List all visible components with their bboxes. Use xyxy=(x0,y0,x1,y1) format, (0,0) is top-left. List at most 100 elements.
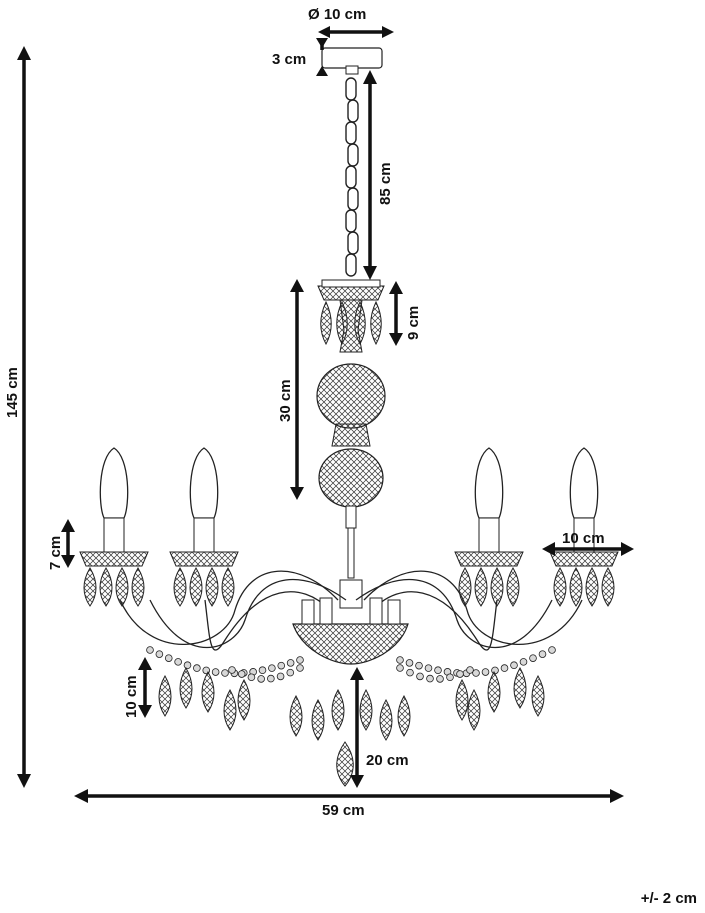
chain-length-label: 85 cm xyxy=(377,162,394,205)
bead xyxy=(257,675,265,683)
chain-link xyxy=(347,187,359,211)
crystal-drop xyxy=(359,688,373,731)
crystal-drop xyxy=(585,567,599,607)
chain-link xyxy=(345,165,357,189)
crystal-drop xyxy=(474,567,488,607)
bead xyxy=(436,675,444,683)
total-height-label: 145 cm xyxy=(4,367,21,418)
top-crown xyxy=(317,279,385,301)
total-width-label: 59 cm xyxy=(322,802,365,819)
central-column xyxy=(316,299,386,609)
crystal-drop xyxy=(458,567,472,607)
crystal-drop xyxy=(601,567,615,607)
cup-width-label: 10 cm xyxy=(562,530,605,547)
chain-link xyxy=(347,231,359,255)
crown-height-label: 9 cm xyxy=(405,306,422,340)
bulb xyxy=(474,447,504,519)
crystal-drop xyxy=(237,678,251,721)
crystal-drop xyxy=(379,698,393,741)
bead xyxy=(434,666,442,675)
bead xyxy=(529,654,537,662)
bead xyxy=(396,664,404,672)
hanging-chain xyxy=(345,77,359,277)
drip-cup xyxy=(169,551,239,567)
crystal-drop xyxy=(289,694,303,737)
crystal-drop xyxy=(331,688,345,731)
bead xyxy=(519,658,528,666)
crystal-drop xyxy=(83,567,97,607)
bulb xyxy=(99,447,129,519)
bead xyxy=(396,656,404,664)
candle-cup-label: 7 cm xyxy=(47,536,64,570)
crystal-drop xyxy=(336,741,354,787)
canopy-height-label: 3 cm xyxy=(272,51,306,68)
bead xyxy=(155,650,164,658)
crystal-drop xyxy=(131,567,145,607)
crystal-drop xyxy=(205,567,219,607)
crystal-drop xyxy=(189,567,203,607)
tolerance-note: +/- 2 cm xyxy=(640,890,697,907)
center-bowl xyxy=(292,597,409,665)
chain-link xyxy=(345,77,357,101)
crystal-drop xyxy=(370,300,382,346)
crystal-drop xyxy=(490,567,504,607)
crystal-drop xyxy=(99,567,113,607)
candle xyxy=(79,447,149,607)
crystal-drop xyxy=(513,666,527,709)
chain-link xyxy=(345,253,357,277)
bead xyxy=(456,670,464,678)
bead xyxy=(510,661,518,670)
candle-sleeve xyxy=(478,517,500,553)
crystal-drop xyxy=(320,300,332,346)
bead xyxy=(405,659,414,667)
crystal-drop xyxy=(173,567,187,607)
crystal-drop xyxy=(397,694,411,737)
chain-link xyxy=(345,209,357,233)
bead xyxy=(416,672,424,681)
bead xyxy=(286,668,295,677)
crystal-drop xyxy=(311,698,325,741)
bead xyxy=(221,669,229,677)
crystal-drop xyxy=(467,688,481,731)
bottom-drop-label: 20 cm xyxy=(366,752,409,769)
bead xyxy=(538,650,547,658)
hanging-crystals xyxy=(158,666,545,787)
bead xyxy=(446,673,454,682)
bead xyxy=(500,664,509,672)
crystal-drop xyxy=(531,674,545,717)
candle xyxy=(169,447,239,607)
bead xyxy=(247,673,256,682)
bead xyxy=(146,646,154,654)
crystal-drop xyxy=(487,670,501,713)
chain-link xyxy=(347,99,359,123)
chain-link xyxy=(345,121,357,145)
crystal-drop xyxy=(115,567,129,607)
bead xyxy=(237,670,246,678)
candle xyxy=(549,447,619,607)
bulb xyxy=(569,447,599,519)
bead xyxy=(406,668,414,677)
bead xyxy=(466,666,474,674)
bead xyxy=(424,664,433,672)
arms xyxy=(119,570,583,651)
bead xyxy=(211,668,220,676)
bead xyxy=(286,659,295,667)
bead xyxy=(164,654,173,662)
bead xyxy=(276,672,285,681)
candle xyxy=(454,447,524,607)
crystal-drop xyxy=(553,567,567,607)
column-height-label: 30 cm xyxy=(277,379,294,422)
canopy-diameter-label: Ø 10 cm xyxy=(308,6,366,23)
bulb xyxy=(189,447,219,519)
bead xyxy=(174,658,182,666)
bead xyxy=(472,669,480,677)
bead xyxy=(426,674,434,683)
dimension-arrows xyxy=(17,26,634,803)
crystal-drop xyxy=(221,567,235,607)
bead xyxy=(183,661,192,670)
bead xyxy=(277,661,286,670)
candle-sleeve xyxy=(103,517,125,553)
crystal-drop xyxy=(506,567,520,607)
bead xyxy=(258,666,267,675)
